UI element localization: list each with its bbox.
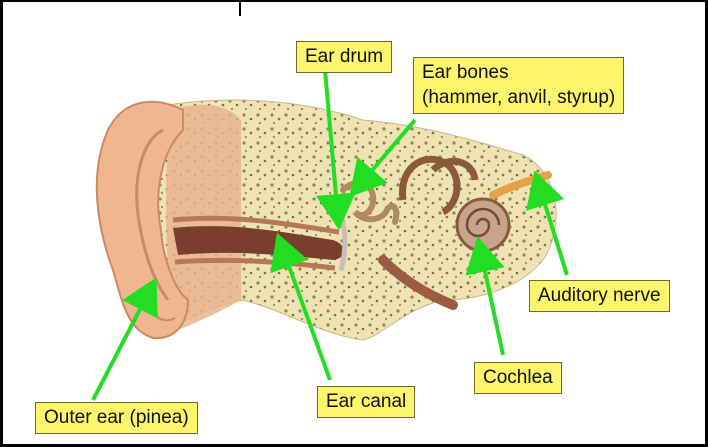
label-ear-canal: Ear canal [317,386,415,418]
label-ear-bones-line1: Ear bones [422,60,615,85]
label-ear-bones-line2: (hammer, anvil, styrup) [422,85,615,110]
label-cochlea: Cochlea [474,362,562,394]
label-auditory-nerve: Auditory nerve [529,280,670,312]
cochlea-shell [457,199,509,251]
label-ear-bones: Ear bones (hammer, anvil, styrup) [413,57,624,114]
label-outer-ear: Outer ear (pinea) [35,402,198,434]
label-ear-drum: Ear drum [296,41,392,73]
arrow-outer-ear [93,288,151,400]
